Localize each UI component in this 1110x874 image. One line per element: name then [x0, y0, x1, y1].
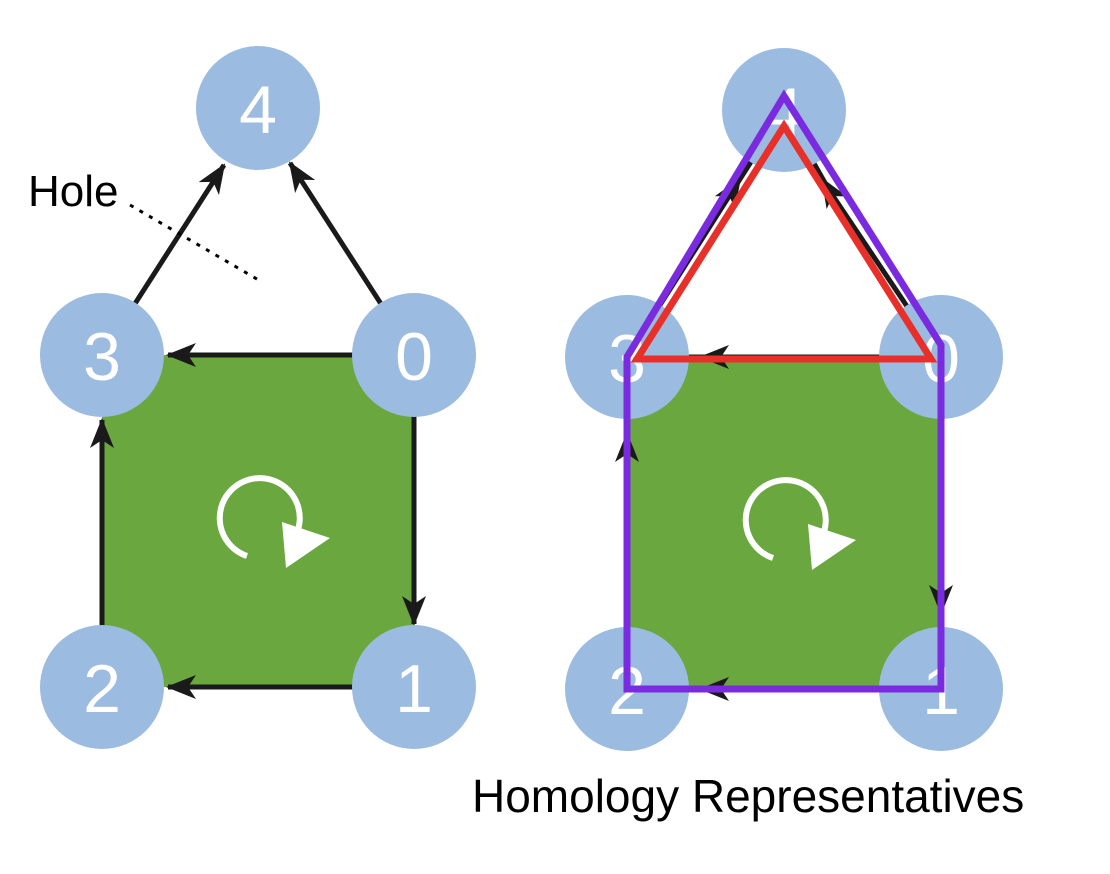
node-0-label: 0 [395, 319, 433, 395]
left-complex: Hole 0 1 2 3 4 [28, 46, 476, 749]
circular-arrow-icon [216, 475, 330, 568]
node-4: 4 [196, 46, 320, 170]
node-1: 1 [352, 625, 476, 749]
hole-pointer [129, 203, 263, 284]
node-0: 0 [352, 293, 476, 417]
red-cycle [630, 119, 938, 363]
homology-representatives-caption: Homology Representatives [472, 770, 1024, 822]
filled-square-face [627, 357, 941, 689]
node-3: 3 [40, 293, 164, 417]
purple-cycle [623, 89, 945, 693]
node-1-label: 1 [395, 651, 433, 727]
hole-label: Hole [28, 167, 119, 216]
node-4: 4 [722, 48, 846, 172]
node-3-label: 3 [83, 319, 121, 395]
node-2: 2 [40, 625, 164, 749]
node-4-label: 4 [239, 72, 277, 148]
right-complex: 0 1 2 3 4 Homology Representatives [472, 48, 1024, 822]
filled-square-face [102, 355, 414, 687]
circular-arrow-icon [742, 477, 856, 570]
node-2-label: 2 [83, 651, 121, 727]
